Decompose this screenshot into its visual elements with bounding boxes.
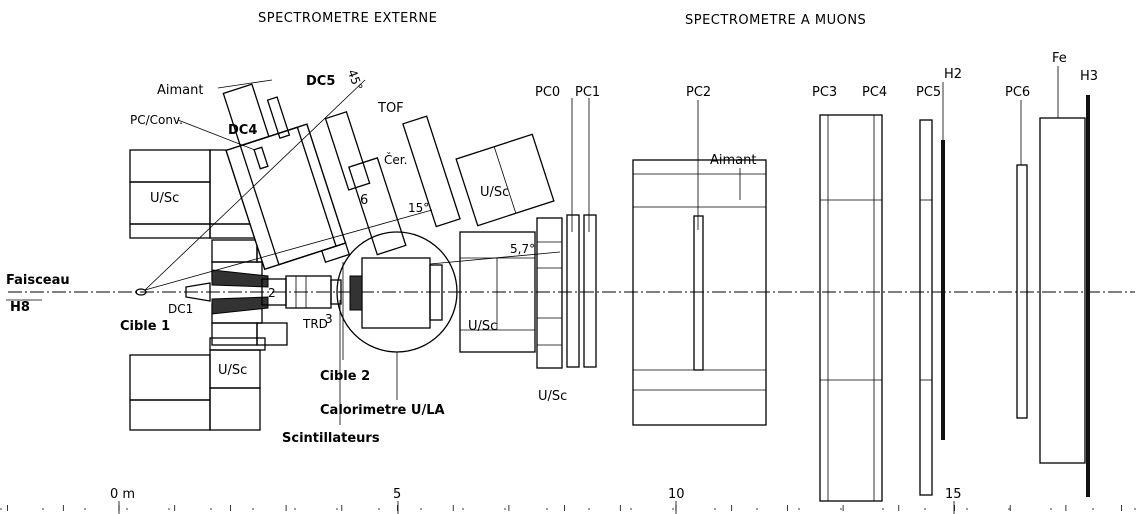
pc4-label: PC4 bbox=[862, 85, 887, 100]
muon-magnet bbox=[632, 159, 767, 426]
h2-hodoscope bbox=[941, 140, 945, 440]
detector-3 bbox=[330, 279, 342, 305]
cherenkov-module bbox=[348, 157, 407, 256]
angle-45-label: 45° bbox=[345, 68, 365, 93]
dc4-chamber bbox=[253, 146, 269, 170]
usc-column bbox=[536, 217, 563, 369]
scale-zero-label: 0 m bbox=[110, 487, 135, 502]
pc5-label: PC5 bbox=[916, 85, 941, 100]
scale-axis bbox=[0, 501, 1139, 514]
angle-15-label: 15° bbox=[408, 201, 429, 215]
header-external-spectrometer: SPECTROMETRE EXTERNE bbox=[258, 11, 437, 26]
header-muon-spectrometer: SPECTROMETRE A MUONS bbox=[685, 13, 866, 28]
dc5-chamber bbox=[266, 96, 291, 140]
angle-15-line bbox=[144, 209, 433, 291]
cible1-label: Cible 1 bbox=[120, 319, 170, 334]
beam-line-label: H8 bbox=[10, 300, 30, 315]
aimant-ext-label: Aimant bbox=[157, 83, 203, 98]
pc0-chamber bbox=[566, 214, 580, 368]
pc1-chamber bbox=[583, 214, 597, 368]
tof-label: TOF bbox=[377, 101, 404, 116]
calorimeter-body bbox=[361, 257, 431, 329]
scale-tick-10: 10 bbox=[668, 487, 685, 502]
dc1-label: DC1 bbox=[168, 302, 193, 316]
num-2-label: 2 bbox=[268, 286, 276, 300]
beam-label: Faisceau bbox=[6, 273, 70, 288]
cible2-label: Cible 2 bbox=[320, 369, 370, 384]
tof-module-a bbox=[324, 111, 371, 191]
scintillateurs-label: Scintillateurs bbox=[282, 431, 380, 446]
pc6-chamber bbox=[1016, 164, 1028, 419]
scale-tick-15: 15 bbox=[945, 487, 962, 502]
tof-module-b bbox=[402, 115, 461, 228]
num-6-label: 6 bbox=[360, 193, 368, 208]
scale-tick-5: 5 bbox=[393, 487, 401, 502]
dc1-chamber bbox=[185, 282, 211, 302]
pc5-chamber bbox=[919, 119, 933, 496]
dc5-label: DC5 bbox=[306, 74, 335, 89]
usc-bottom-block bbox=[129, 337, 266, 431]
angle-57-label: 5,7° bbox=[510, 242, 535, 256]
usc-top-label: U/Sc bbox=[150, 191, 179, 206]
usc-mid-label: U/Sc bbox=[468, 319, 497, 334]
angle-45-line bbox=[144, 79, 366, 291]
cer-label: Čer. bbox=[384, 152, 407, 167]
fe-absorber bbox=[1039, 117, 1086, 464]
aimant-muon-label: Aimant bbox=[710, 153, 756, 168]
pc1-label: PC1 bbox=[575, 85, 600, 100]
pc0-label: PC0 bbox=[535, 85, 560, 100]
h2-label: H2 bbox=[944, 67, 962, 82]
pc6-label: PC6 bbox=[1005, 85, 1030, 100]
usc-tof-block bbox=[455, 133, 555, 227]
pc3-label: PC3 bbox=[812, 85, 837, 100]
external-magnet bbox=[222, 83, 351, 271]
pc3-pc4-slab bbox=[819, 114, 883, 502]
fe-label: Fe bbox=[1052, 51, 1067, 66]
pc-conv-label: PC/Conv. bbox=[130, 113, 183, 127]
usc-bottom-label: U/Sc bbox=[218, 363, 247, 378]
trd-label: TRD bbox=[302, 317, 328, 331]
usc-below-label: U/Sc bbox=[538, 389, 567, 404]
calorimetre-label: Calorimetre U/LA bbox=[320, 403, 445, 418]
dc4-label: DC4 bbox=[228, 123, 257, 138]
pc2-label: PC2 bbox=[686, 85, 711, 100]
h3-hodoscope bbox=[1086, 95, 1090, 497]
usc-tof-label: U/Sc bbox=[480, 185, 509, 200]
h3-label: H3 bbox=[1080, 69, 1098, 84]
target-1 bbox=[135, 288, 147, 296]
num-3-label: 3 bbox=[325, 312, 333, 326]
